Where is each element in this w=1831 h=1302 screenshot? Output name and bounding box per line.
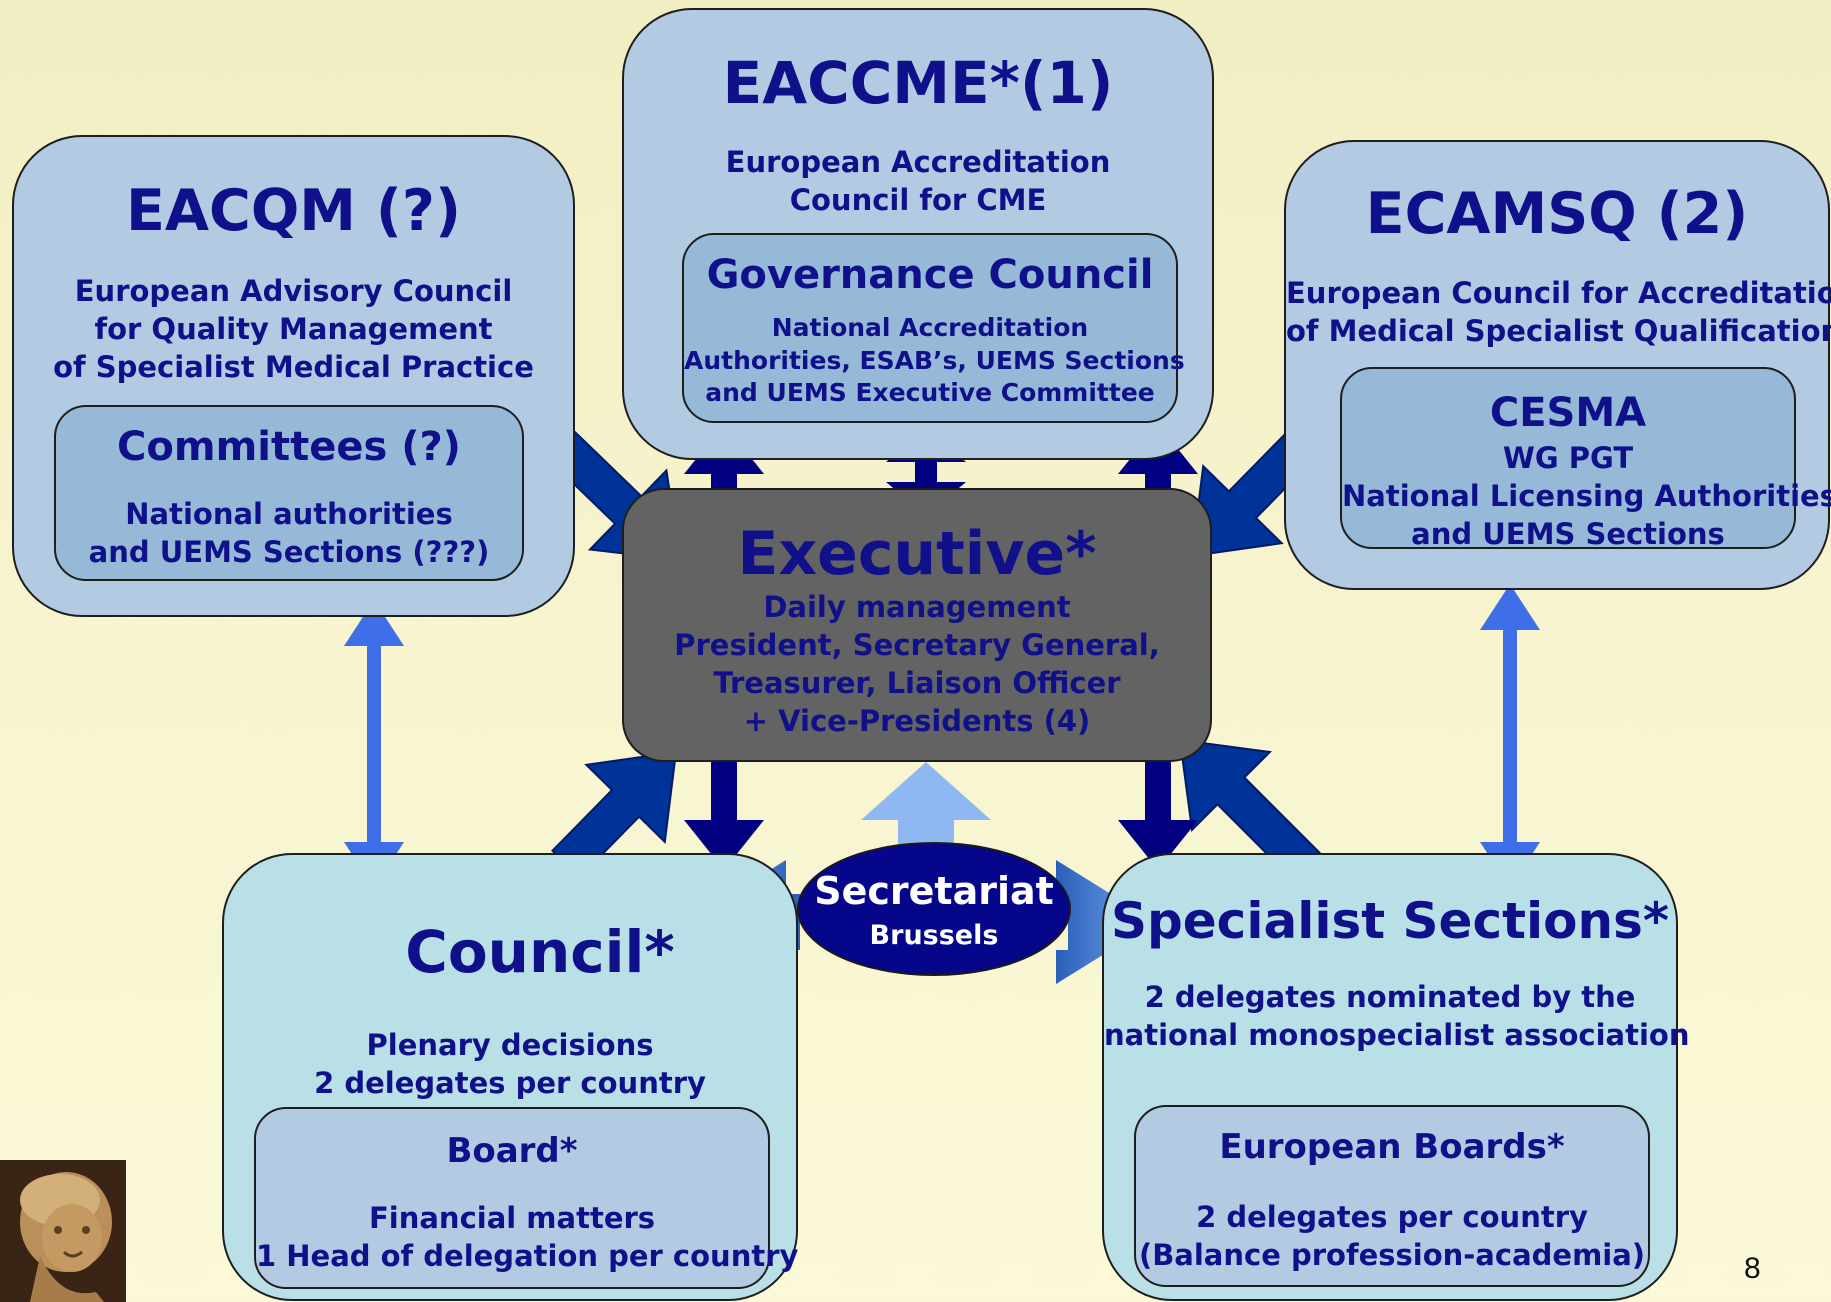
- cesma-title: CESMA: [1489, 390, 1647, 436]
- secretariat-ellipse: Secretariat Brussels: [797, 842, 1071, 976]
- committees-line-1: National authorities: [125, 497, 453, 531]
- executive-line-2: President, Secretary General,: [674, 628, 1160, 662]
- council-subtitle-2: 2 delegates per country: [314, 1066, 706, 1100]
- eacqm-title: EACQM (?): [125, 178, 462, 244]
- board-title: Board*: [446, 1131, 578, 1171]
- cesma-box: CESMA WG PGT National Licensing Authorit…: [1340, 367, 1831, 551]
- governance-council-box: Governance Council National Accreditatio…: [682, 233, 1185, 423]
- cesma-line-2: National Licensing Authorities: [1342, 479, 1831, 513]
- council-to-executive-arrow: [551, 750, 678, 879]
- ecamsq-subtitle-1: European Council for Accreditation: [1286, 276, 1831, 310]
- ecamsq-sections-double-arrow: [1480, 584, 1540, 888]
- board-line-1: Financial matters: [368, 1201, 656, 1235]
- board-line-2: 1 Head of delegation per country: [256, 1239, 799, 1273]
- eaccme-box: EACCME*(1) European Accreditation Counci…: [622, 8, 1214, 460]
- governance-council-line-3: and UEMS Executive Committee: [705, 378, 1155, 407]
- eaccme-title: EACCME*(1): [722, 49, 1114, 117]
- executive-line-4: + Vice-Presidents (4): [743, 704, 1091, 738]
- executive-line-1: Daily management: [763, 590, 1071, 624]
- board-box: Board* Financial matters 1 Head of deleg…: [254, 1107, 799, 1289]
- ecamsq-box: ECAMSQ (2) European Council for Accredit…: [1284, 140, 1831, 590]
- ecamsq-title: ECAMSQ (2): [1365, 181, 1749, 247]
- executive-box: Executive* Daily management President, S…: [622, 488, 1212, 762]
- eacqm-subtitle-3: of Specialist Medical Practice: [53, 350, 534, 384]
- governance-council-line-1: National Accreditation: [771, 313, 1089, 342]
- european-boards-box: European Boards* 2 delegates per country…: [1134, 1105, 1650, 1287]
- executive-to-council-arrow: [684, 762, 764, 870]
- governance-council-line-2: Authorities, ESAB’s, UEMS Sections: [684, 346, 1185, 375]
- specialist-sections-title: Specialist Sections*: [1110, 892, 1670, 950]
- specialist-sections-subtitle-2: national monospecialist association: [1104, 1018, 1690, 1052]
- committees-box: Committees (?) National authorities and …: [54, 405, 524, 581]
- council-subtitle-1: Plenary decisions: [366, 1028, 654, 1062]
- council-box: Council* Plenary decisions 2 delegates p…: [222, 853, 798, 1301]
- committees-line-2: and UEMS Sections (???): [88, 535, 490, 569]
- executive-title: Executive*: [737, 519, 1097, 589]
- hippocrates-portrait-image: [0, 1160, 126, 1302]
- governance-council-title: Governance Council: [706, 252, 1154, 298]
- specialist-sections-box: Specialist Sections* 2 delegates nominat…: [1102, 853, 1690, 1301]
- european-boards-title: European Boards*: [1219, 1127, 1565, 1167]
- executive-line-3: Treasurer, Liaison Officer: [713, 666, 1121, 700]
- eacqm-council-double-arrow: [344, 600, 404, 888]
- cesma-line-3: and UEMS Sections: [1411, 517, 1725, 551]
- secretariat-to-executive-arrow: [861, 762, 991, 846]
- eacqm-subtitle-2: for Quality Management: [94, 312, 493, 346]
- committees-title: Committees (?): [117, 424, 461, 470]
- eaccme-subtitle-2: Council for CME: [789, 183, 1047, 217]
- executive-to-sections-arrow: [1118, 762, 1198, 870]
- eacqm-subtitle-1: European Advisory Council: [74, 274, 513, 308]
- secretariat-subtitle: Brussels: [869, 920, 999, 951]
- secretariat-title: Secretariat: [814, 869, 1054, 913]
- eacqm-box: EACQM (?) European Advisory Council for …: [12, 135, 575, 617]
- page-number: 8: [1744, 1252, 1761, 1285]
- european-boards-line-1: 2 delegates per country: [1196, 1200, 1588, 1234]
- council-title: Council*: [405, 918, 675, 986]
- european-boards-line-2: (Balance profession-academia): [1138, 1238, 1646, 1272]
- eaccme-subtitle-1: European Accreditation: [725, 145, 1111, 179]
- ecamsq-subtitle-2: of Medical Specialist Qualification: [1286, 314, 1831, 348]
- cesma-line-1: WG PGT: [1502, 441, 1634, 475]
- specialist-sections-subtitle-1: 2 delegates nominated by the: [1144, 980, 1636, 1014]
